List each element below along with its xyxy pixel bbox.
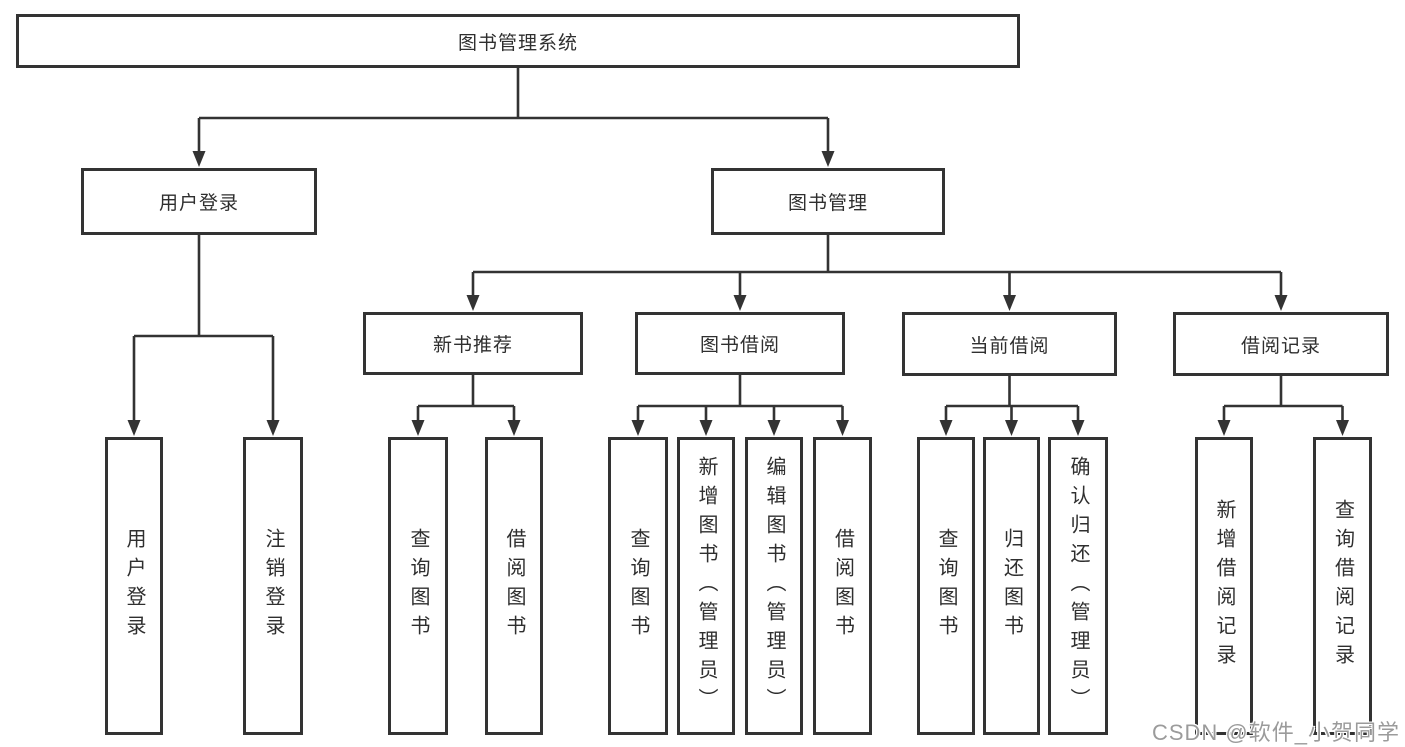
arrowheads xyxy=(127,151,1349,436)
node-library-management-system: 图书管理系统 xyxy=(16,14,1020,68)
leaf-add-books-admin: 新增图书（管理员） xyxy=(677,437,735,735)
node-label: 归还图书 xyxy=(1000,528,1023,644)
leaf-logout: 注销登录 xyxy=(243,437,303,735)
node-label: 确认归还（管理员） xyxy=(1067,455,1089,717)
node-label: 新书推荐 xyxy=(432,335,513,356)
leaf-newbook-borrow-books: 借阅图书 xyxy=(485,437,543,735)
node-book-borrowing: 图书借阅 xyxy=(635,312,845,375)
leaf-user-login: 用户登录 xyxy=(105,437,163,735)
node-label: 新增图书（管理员） xyxy=(695,455,717,717)
node-label: 查询图书 xyxy=(935,528,957,644)
csdn-watermark: CSDN @软件_小贺同学 xyxy=(1151,720,1400,745)
node-label: 图书管理 xyxy=(787,193,868,214)
node-new-book-recommend: 新书推荐 xyxy=(363,312,583,375)
node-label: 编辑图书（管理员） xyxy=(763,455,785,717)
node-book-management: 图书管理 xyxy=(711,168,945,235)
node-user-login: 用户登录 xyxy=(81,168,317,235)
node-borrowing-records: 借阅记录 xyxy=(1173,312,1389,376)
node-label: 新增借阅记录 xyxy=(1213,499,1235,673)
leaf-edit-books-admin: 编辑图书（管理员） xyxy=(745,437,803,735)
node-label: 借阅图书 xyxy=(503,528,525,644)
leaf-newbook-query-books: 查询图书 xyxy=(388,437,448,735)
leaf-borrow-books: 借阅图书 xyxy=(813,437,872,735)
leaf-confirm-return-admin: 确认归还（管理员） xyxy=(1048,437,1108,735)
node-label: 查询图书 xyxy=(627,528,649,644)
node-label: 借阅记录 xyxy=(1240,335,1321,357)
node-label: 图书借阅 xyxy=(699,335,780,356)
leaf-add-borrow-record: 新增借阅记录 xyxy=(1195,437,1253,735)
leaf-query-borrow-record: 查询借阅记录 xyxy=(1313,437,1372,735)
node-label: 借阅图书 xyxy=(831,528,854,644)
node-label: 查询图书 xyxy=(407,528,429,644)
node-label: 注销登录 xyxy=(262,528,284,644)
leaf-borrow-query-books: 查询图书 xyxy=(608,437,668,735)
leaf-return-books: 归还图书 xyxy=(983,437,1040,735)
leaf-current-query-books: 查询图书 xyxy=(917,437,975,735)
node-label: 用户登录 xyxy=(158,193,239,214)
node-label: 查询借阅记录 xyxy=(1331,499,1354,673)
node-label: 用户登录 xyxy=(123,528,145,644)
node-current-borrowing: 当前借阅 xyxy=(902,312,1117,376)
node-label: 图书管理系统 xyxy=(457,32,578,54)
node-label: 当前借阅 xyxy=(969,335,1050,357)
